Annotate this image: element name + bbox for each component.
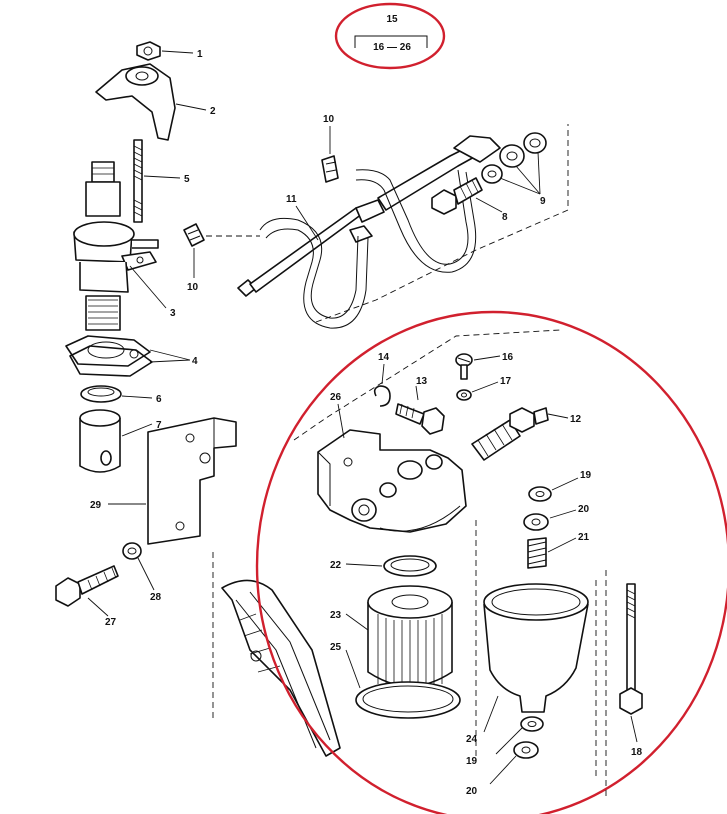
callout-18: 18 [631, 747, 643, 758]
clip-10-lower: 10 [183, 223, 260, 293]
filter-head-26: 26 [293, 329, 561, 533]
seal-ring-25: 25 [330, 642, 461, 719]
callout-14: 14 [378, 352, 390, 363]
bolt-27: 27 [55, 565, 119, 628]
fuel-line-assembly-11: 11 [237, 124, 569, 329]
highlight-ring-assembly-number [334, 2, 446, 70]
callout-21: 21 [578, 532, 590, 543]
mounting-bracket-29: 29 [90, 417, 237, 545]
callout-23: 23 [330, 610, 342, 621]
callout-20-upper: 20 [578, 504, 590, 515]
callout-8: 8 [502, 212, 508, 223]
callout-1: 1 [197, 49, 203, 60]
sleeve-7: 7 [79, 409, 162, 473]
callout-29: 29 [90, 500, 102, 511]
o-ring-22: 22 [330, 555, 437, 577]
circlip-14: 14 [373, 352, 391, 407]
callout-4: 4 [192, 356, 198, 367]
screw-16: 16 [455, 352, 514, 380]
callout-15: 15 [386, 14, 398, 25]
gaskets-4: 4 [65, 335, 198, 377]
callout-10-upper: 10 [323, 114, 335, 125]
highlight-ring-filter-assembly [255, 310, 727, 814]
long-bolt-18: 18 [605, 570, 643, 800]
washers-9: 9 [481, 132, 547, 207]
callout-24: 24 [466, 734, 478, 745]
washer-20-lower: 20 [466, 741, 539, 797]
clip-10-upper: 10 [321, 114, 339, 183]
washer-17: 17 [456, 376, 512, 401]
callout-13: 13 [416, 376, 428, 387]
callout-25: 25 [330, 642, 342, 653]
union-12: 12 [471, 407, 582, 461]
engine-block-section [212, 552, 341, 757]
bolt-13: 13 [395, 376, 445, 435]
callout-9: 9 [540, 196, 546, 207]
filter-bowl-24: 24 [466, 520, 597, 776]
washer-20-upper: 20 [523, 504, 590, 531]
callout-3: 3 [170, 308, 176, 319]
washer-19-lower: 19 [466, 716, 544, 767]
assembly-range-callout: 15 16 — 26 [334, 2, 446, 70]
callout-19-upper: 19 [580, 470, 592, 481]
callout-27: 27 [105, 617, 117, 628]
stud-5: 5 [133, 139, 190, 223]
callout-22: 22 [330, 560, 342, 571]
callout-26: 26 [330, 392, 342, 403]
banjo-bolt-8: 8 [431, 177, 508, 223]
bracket-arm-2: 2 [95, 63, 216, 141]
nut-1: 1 [136, 41, 203, 61]
washer-19-upper: 19 [528, 470, 592, 502]
callout-range-16-26: 16 — 26 [373, 42, 411, 53]
callout-11: 11 [286, 194, 297, 205]
callout-5: 5 [184, 174, 190, 185]
callout-2: 2 [210, 106, 216, 117]
callout-12: 12 [570, 414, 582, 425]
callout-10-lower: 10 [187, 282, 199, 293]
callout-16: 16 [502, 352, 514, 363]
spring-21: 21 [527, 532, 590, 569]
filter-element-23: 23 [330, 585, 453, 691]
callout-6: 6 [156, 394, 162, 405]
seal-ring-6: 6 [80, 385, 162, 405]
callout-17: 17 [500, 376, 512, 387]
callout-19-lower: 19 [466, 756, 478, 767]
callout-7: 7 [156, 420, 162, 431]
callout-20-lower: 20 [466, 786, 478, 797]
callout-28: 28 [150, 592, 162, 603]
lock-washer-28: 28 [122, 542, 162, 603]
injector-body-3: 3 [73, 161, 176, 331]
